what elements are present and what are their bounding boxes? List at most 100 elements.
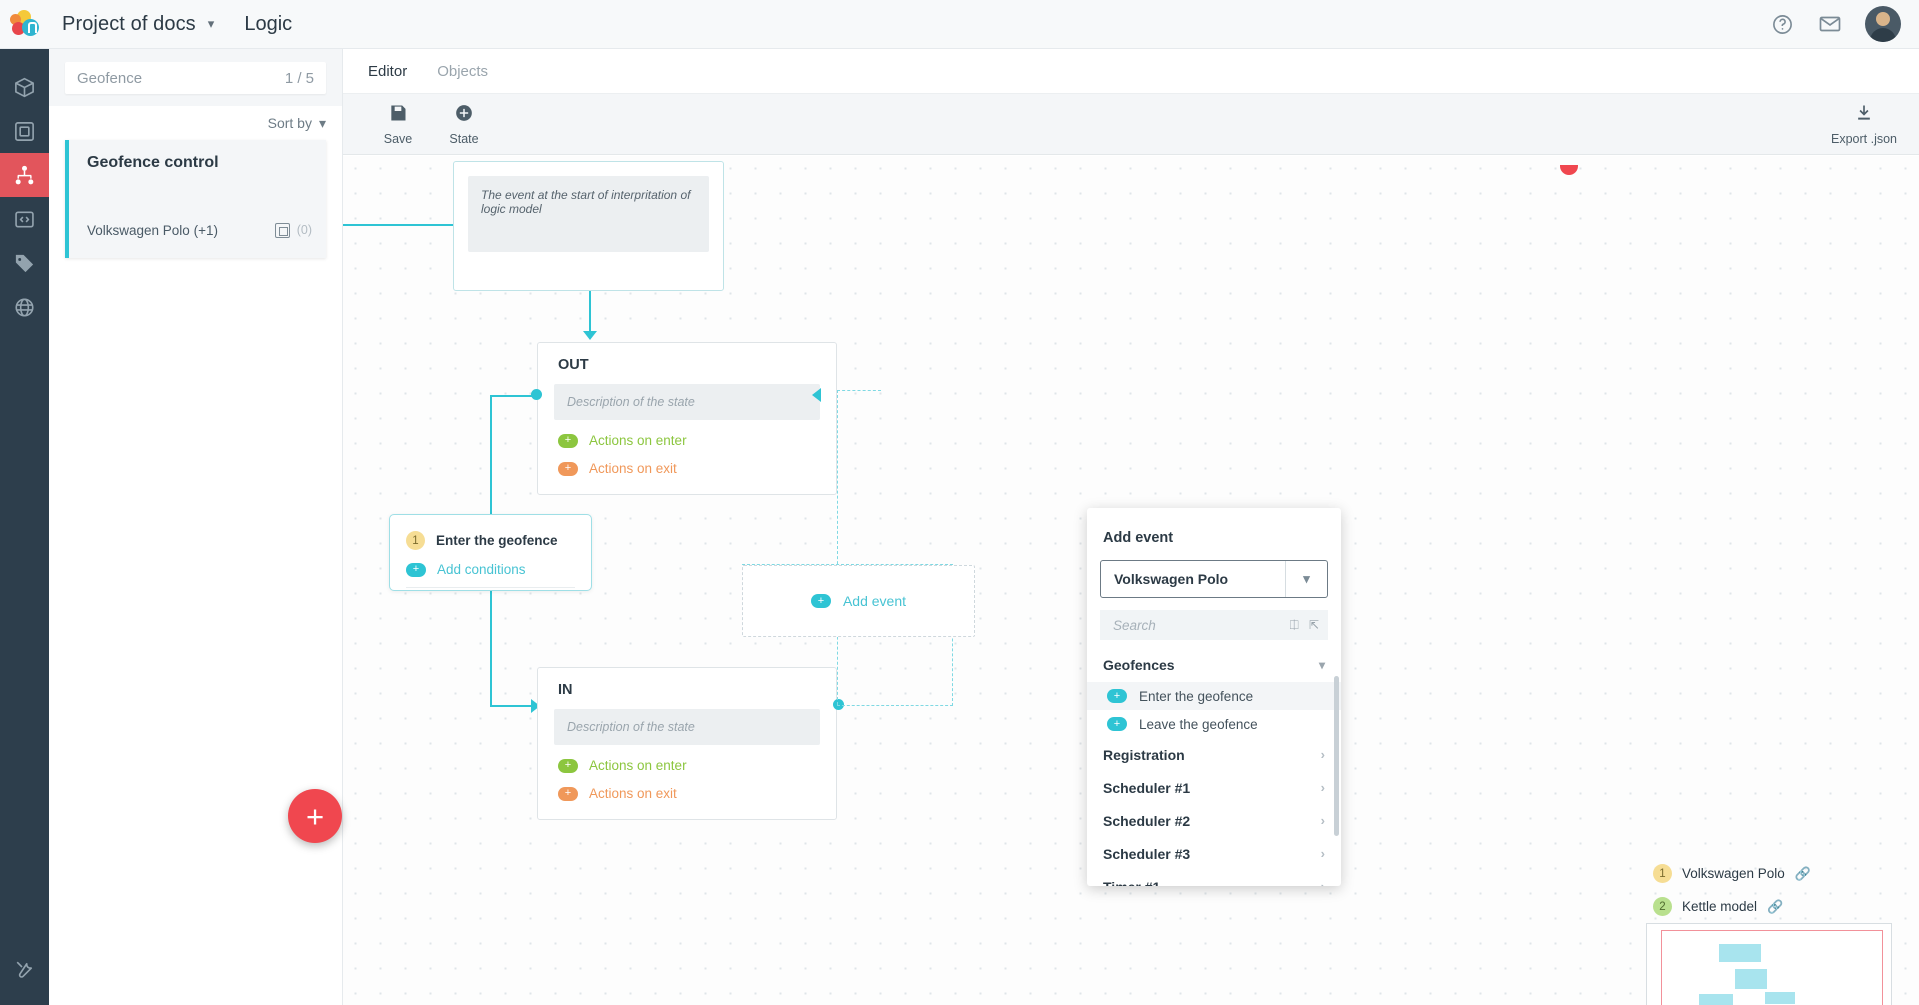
chevron-right-icon: ›	[1320, 813, 1325, 828]
list-item[interactable]: Geofence control Volkswagen Polo (+1) (0…	[65, 140, 326, 258]
keyboard-icon[interactable]: ⎅	[1289, 617, 1299, 632]
list-item-actions: (0)	[274, 222, 312, 238]
sort-by-label: Sort by	[267, 115, 312, 131]
plus-icon: +	[305, 798, 325, 834]
state-out-actions-enter-label: Actions on enter	[589, 433, 687, 448]
dropdown-item-enter-the-geofence[interactable]: + Enter the geofence	[1087, 682, 1341, 710]
dropdown-row-scheduler-3[interactable]: Scheduler #3 ›	[1087, 837, 1341, 870]
plus-icon: +	[1107, 689, 1127, 703]
divider	[406, 587, 575, 588]
plus-icon: +	[558, 758, 578, 773]
dropdown-row-scheduler-1[interactable]: Scheduler #1 ›	[1087, 771, 1341, 804]
add-event-node[interactable]: + Add event	[742, 565, 975, 637]
tab-editor[interactable]: Editor	[368, 62, 408, 80]
rail-item-logic[interactable]	[0, 153, 49, 197]
legend-label: Volkswagen Polo	[1682, 866, 1785, 881]
state-node-in-title: IN	[558, 682, 573, 698]
envelope-icon[interactable]	[1817, 11, 1843, 37]
legend-item[interactable]: 1 Volkswagen Polo 🔗	[1653, 857, 1811, 890]
plus-icon: +	[810, 594, 831, 608]
chevron-down-icon[interactable]: ▾	[1285, 561, 1327, 597]
dropdown-item-leave-the-geofence[interactable]: + Leave the geofence	[1087, 710, 1341, 738]
state-in-actions-enter[interactable]: + Actions on enter	[538, 758, 836, 773]
panel-search-wrap: Geofence 1 / 5	[49, 49, 342, 106]
event-node-description[interactable]: The event at the start of interpritation…	[468, 176, 709, 252]
plus-icon: +	[406, 562, 426, 577]
sort-by-control[interactable]: Sort by ▾	[49, 106, 342, 140]
rail-item-code[interactable]	[0, 197, 49, 241]
search-input[interactable]: Geofence 1 / 5	[65, 62, 326, 94]
copy-icon[interactable]	[274, 222, 290, 238]
legend-badge: 2	[1653, 897, 1672, 916]
download-icon	[1854, 103, 1874, 128]
rail-item-cube[interactable]	[0, 65, 49, 109]
minimap-node	[1699, 994, 1733, 1005]
wire-dashed-top	[837, 390, 881, 391]
link-icon[interactable]: 🔗	[1794, 865, 1812, 881]
dropdown-row-label: Registration	[1103, 746, 1185, 763]
port-out-left[interactable]	[531, 389, 542, 400]
port-in-right[interactable]	[833, 699, 844, 710]
dropdown-row-scheduler-2[interactable]: Scheduler #2 ›	[1087, 804, 1341, 837]
minimap-viewport[interactable]	[1661, 930, 1883, 1005]
condition-node-header: 1 Enter the geofence	[390, 515, 591, 550]
state-node-in[interactable]: IN Description of the state + Actions on…	[537, 667, 837, 820]
save-button[interactable]: Save	[365, 103, 431, 146]
left-rail	[0, 49, 49, 1005]
app-logo[interactable]	[0, 0, 49, 49]
chevron-right-icon: ›	[1320, 846, 1325, 861]
state-in-actions-exit[interactable]: + Actions on exit	[538, 786, 836, 801]
plus-icon: +	[558, 786, 578, 801]
tab-objects[interactable]: Objects	[437, 62, 489, 80]
avatar[interactable]	[1865, 6, 1901, 42]
condition-badge: 1	[406, 531, 425, 550]
dropdown-row-registration[interactable]: Registration ›	[1087, 738, 1341, 771]
rail-item-globe[interactable]	[0, 285, 49, 329]
rail-item-frame[interactable]	[0, 109, 49, 153]
add-conditions-button[interactable]: + Add conditions	[390, 550, 591, 577]
expand-icon[interactable]: ⇱	[1308, 617, 1319, 632]
page-title: Logic	[244, 12, 293, 35]
dropdown-row-timer-1[interactable]: Timer #1 ›	[1087, 870, 1341, 887]
object-select[interactable]: Volkswagen Polo ▾	[1100, 560, 1328, 598]
chevron-down-icon[interactable]: ▾	[207, 16, 215, 31]
link-icon[interactable]: 🔗	[1767, 898, 1784, 914]
dropdown-search-icons: ⎅ ⇱	[1289, 618, 1319, 633]
event-node[interactable]: The event at the start of interpritation…	[453, 161, 724, 291]
dropdown-group-geofences[interactable]: Geofences ▾	[1087, 648, 1341, 682]
dropdown-scrollbar[interactable]	[1334, 676, 1339, 836]
logo-icon	[9, 10, 40, 38]
arrow-down-icon	[583, 331, 597, 340]
state-out-actions-exit[interactable]: + Actions on exit	[538, 461, 836, 476]
state-node-out-description[interactable]: Description of the state	[554, 384, 820, 420]
state-node-out-title: OUT	[558, 357, 589, 373]
search-input-value: Geofence	[77, 69, 143, 87]
dropdown-search-input[interactable]: Search ⎅ ⇱	[1100, 610, 1328, 640]
wire-start-left	[343, 224, 538, 226]
export-json-button[interactable]: Export .json	[1831, 103, 1897, 146]
state-node-out[interactable]: OUT Description of the state + Actions o…	[537, 342, 837, 495]
wire-out-left-h-top	[490, 395, 535, 397]
condition-node[interactable]: 1 Enter the geofence + Add conditions	[389, 514, 592, 591]
state-node-in-description[interactable]: Description of the state	[554, 709, 820, 745]
add-event-dropdown[interactable]: Add event Volkswagen Polo ▾ Search ⎅ ⇱ G…	[1087, 508, 1341, 886]
chevron-down-icon: ▾	[318, 114, 326, 131]
plus-icon: +	[558, 433, 578, 448]
plus-circle-icon	[454, 103, 474, 128]
project-title: Project of docs	[62, 12, 196, 35]
chevron-right-icon: ›	[1320, 747, 1325, 762]
search-result-counter: 1 / 5	[284, 69, 314, 87]
dropdown-row-label: Scheduler #3	[1103, 845, 1191, 862]
add-state-button-label: State	[449, 131, 479, 146]
minimap[interactable]	[1646, 923, 1892, 1005]
help-circle-icon[interactable]	[1769, 11, 1795, 37]
left-panel: Geofence 1 / 5 Sort by ▾ Geofence contro…	[49, 49, 343, 1005]
legend-item[interactable]: 2 Kettle model 🔗	[1653, 890, 1811, 923]
rail-item-tag[interactable]	[0, 241, 49, 285]
wire-dashed-addevent-top	[742, 564, 953, 565]
add-button[interactable]: +	[288, 789, 342, 843]
add-state-button[interactable]: State	[431, 103, 497, 146]
state-out-actions-enter[interactable]: + Actions on enter	[538, 433, 836, 448]
rail-item-tools[interactable]	[0, 947, 49, 991]
chevron-right-icon: ›	[1320, 780, 1325, 795]
